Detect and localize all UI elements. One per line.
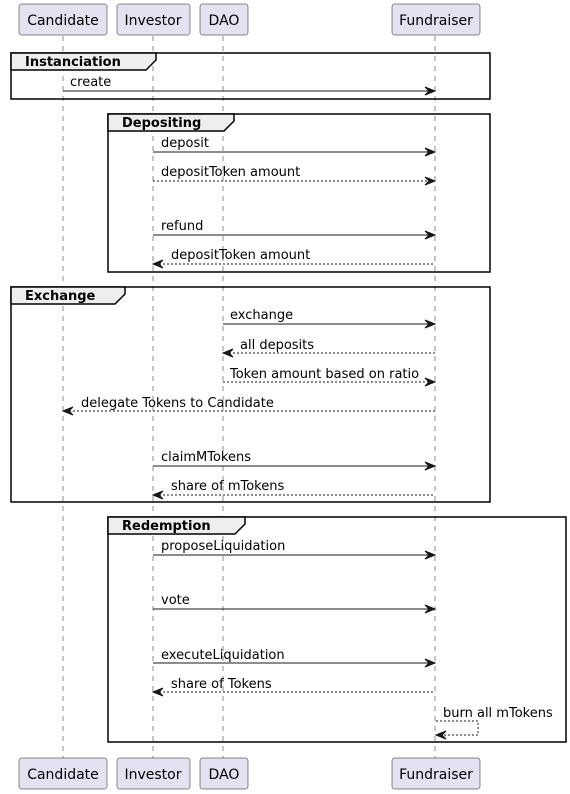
- group-label: Depositing: [122, 116, 201, 131]
- message-label: refund: [161, 219, 203, 234]
- message-label: executeLiquidation: [161, 648, 285, 663]
- participant-dao-bottom: DAO: [199, 757, 249, 790]
- message-label: exchange: [230, 308, 293, 323]
- message-delegate-tokens: delegate Tokens to Candidate: [61, 396, 435, 416]
- message-label: all deposits: [240, 338, 314, 353]
- message-label: depositToken amount: [171, 248, 310, 263]
- participant-label: Fundraiser: [399, 767, 473, 783]
- participant-dao-top: DAO: [199, 3, 249, 36]
- message-label: depositToken amount: [161, 165, 300, 180]
- message-share-of-mtokens: share of mTokens: [151, 479, 435, 500]
- participant-label: DAO: [209, 767, 240, 783]
- message-label: claimMTokens: [161, 450, 251, 465]
- message-label: vote: [161, 593, 190, 608]
- group-exchange: Exchange: [10, 286, 491, 503]
- message-all-deposits: all deposits: [221, 338, 435, 358]
- message-create: create: [63, 75, 437, 96]
- message-claimmtokens: claimMTokens: [153, 450, 437, 471]
- participant-label: Investor: [124, 767, 181, 783]
- group-instanciation: Instanciation: [10, 52, 491, 100]
- participant-label: Candidate: [27, 13, 99, 29]
- participant-label: Investor: [124, 13, 181, 29]
- participant-investor-top: Investor: [116, 3, 191, 36]
- message-vote: vote: [153, 593, 437, 614]
- message-deposittoken-amount: depositToken amount: [153, 165, 437, 186]
- participant-label: Fundraiser: [399, 13, 473, 29]
- group-depositing: Depositing: [107, 113, 491, 273]
- group-label: Instanciation: [25, 55, 121, 70]
- message-label: Token amount based on ratio: [229, 367, 419, 382]
- group-redemption: Redemption: [107, 516, 567, 743]
- group-label: Redemption: [122, 519, 211, 534]
- participant-label: Candidate: [27, 767, 99, 783]
- message-burn-all-mtokens: burn all mTokens: [434, 706, 553, 740]
- message-token-amount-ratio: Token amount based on ratio: [223, 367, 437, 387]
- message-exchange: exchange: [223, 308, 437, 329]
- message-label: create: [70, 75, 111, 90]
- message-share-of-tokens: share of Tokens: [151, 677, 435, 697]
- message-deposit: deposit: [153, 136, 437, 157]
- message-deposittoken-amount-return: depositToken amount: [151, 248, 435, 269]
- group-label: Exchange: [25, 289, 96, 304]
- message-refund: refund: [153, 219, 437, 240]
- message-label: burn all mTokens: [443, 706, 553, 721]
- message-label: proposeLiquidation: [161, 539, 285, 554]
- message-label: delegate Tokens to Candidate: [81, 396, 274, 411]
- participant-investor-bottom: Investor: [116, 757, 191, 790]
- message-label: share of mTokens: [171, 479, 284, 494]
- participant-candidate-bottom: Candidate: [18, 757, 108, 790]
- message-executeliquidation: executeLiquidation: [153, 648, 437, 668]
- participant-fundraiser-bottom: Fundraiser: [391, 757, 481, 790]
- participant-fundraiser-top: Fundraiser: [391, 3, 481, 36]
- participant-candidate-top: Candidate: [18, 3, 108, 36]
- message-proposeliquidation: proposeLiquidation: [153, 539, 437, 560]
- message-label: deposit: [161, 136, 209, 151]
- participant-label: DAO: [209, 13, 240, 29]
- message-label: share of Tokens: [171, 677, 272, 692]
